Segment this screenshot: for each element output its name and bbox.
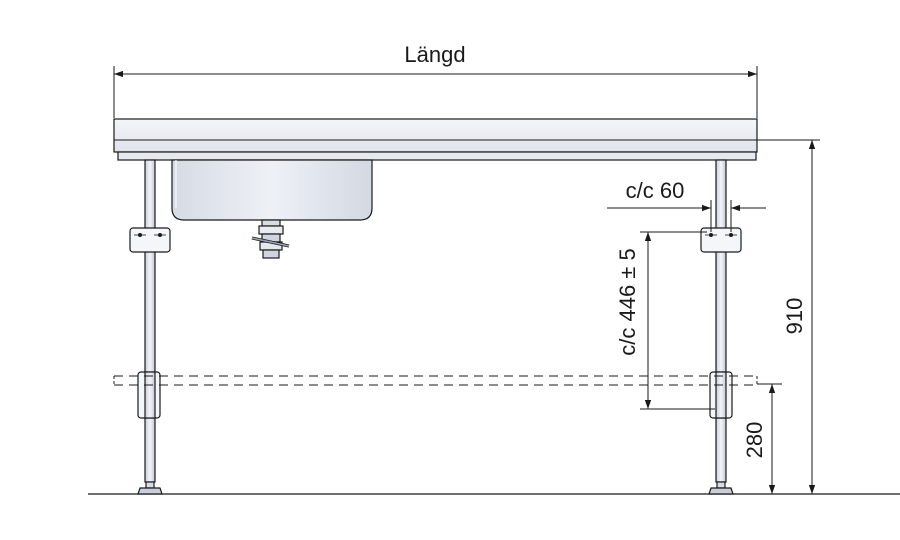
cc-60-dimension: c/c 60 bbox=[607, 178, 766, 232]
optional-shelf-dashed bbox=[113, 375, 758, 386]
height-280-dimension: 280 bbox=[742, 383, 782, 494]
height-910-label: 910 bbox=[782, 298, 807, 335]
height-910-dimension: 910 bbox=[730, 139, 820, 495]
cc-446-label: c/c 446 ± 5 bbox=[615, 248, 640, 355]
length-dimension: Längd bbox=[113, 42, 758, 118]
length-label: Längd bbox=[404, 42, 465, 67]
drain-valve bbox=[251, 219, 290, 259]
cc-60-label: c/c 60 bbox=[626, 178, 685, 203]
sink-bowl bbox=[171, 159, 373, 221]
table-top bbox=[113, 118, 758, 161]
height-280-label: 280 bbox=[742, 422, 767, 459]
left-leg bbox=[129, 159, 171, 495]
cc-446-dimension: c/c 446 ± 5 bbox=[615, 231, 715, 410]
right-leg bbox=[700, 159, 742, 495]
